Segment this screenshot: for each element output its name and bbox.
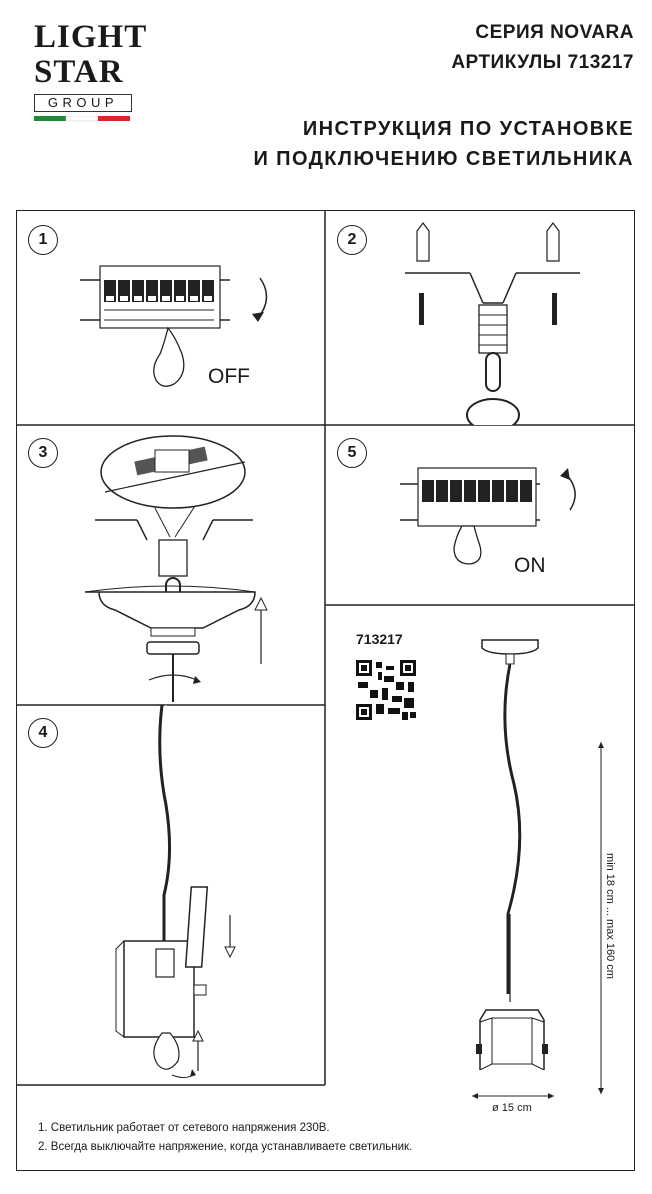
step-number-1: 1 [28, 225, 58, 255]
canopy-wiring-illustration [84, 435, 268, 702]
diameter-label: ø 15 cm [492, 1102, 532, 1114]
logo-text-line1: LIGHT [34, 19, 148, 55]
ceiling-mount-illustration [405, 222, 580, 425]
step-number-4: 4 [28, 718, 58, 748]
italian-flag-stripe [34, 116, 130, 122]
title-line-2: И ПОДКЛЮЧЕНИЮ СВЕТИЛЬНИКА [253, 148, 634, 170]
step-number-5: 5 [337, 438, 367, 468]
note-1: 1. Светильник работает от сетевого напря… [38, 1122, 330, 1134]
brand-logo: LIGHT STAR GROUP [34, 19, 148, 150]
logo-text-line2: STAR [34, 54, 124, 90]
step-number-3: 3 [28, 438, 58, 468]
instruction-title: ИНСТРУКЦИЯ ПО УСТАНОВКЕ И ПОДКЛЮЧЕНИЮ СВ… [253, 114, 634, 174]
height-range-label: min 18 cm ... max 160 cm [604, 853, 616, 979]
note-2: 2. Всегда выключайте напряжение, когда у… [38, 1141, 413, 1153]
title-line-1: ИНСТРУКЦИЯ ПО УСТАНОВКЕ [302, 118, 634, 140]
article-number: АРТИКУЛЫ 713217 [451, 52, 634, 73]
pendant-dimension-illustration [476, 639, 548, 1070]
series-name: СЕРИЯ NOVARA [475, 22, 634, 43]
breaker-on-illustration [400, 467, 576, 565]
height-arrow [598, 742, 604, 1094]
breaker-off-illustration [80, 265, 268, 387]
step-1-caption: OFF [208, 365, 250, 388]
step-number-2: 2 [337, 225, 367, 255]
logo-text-line3: GROUP [34, 94, 132, 112]
shade-assembly-illustration [115, 705, 236, 1079]
product-article: 713217 [356, 631, 403, 647]
diameter-arrow [472, 1093, 554, 1099]
step-5-caption: ON [514, 554, 546, 577]
qr-code-icon [356, 660, 416, 720]
